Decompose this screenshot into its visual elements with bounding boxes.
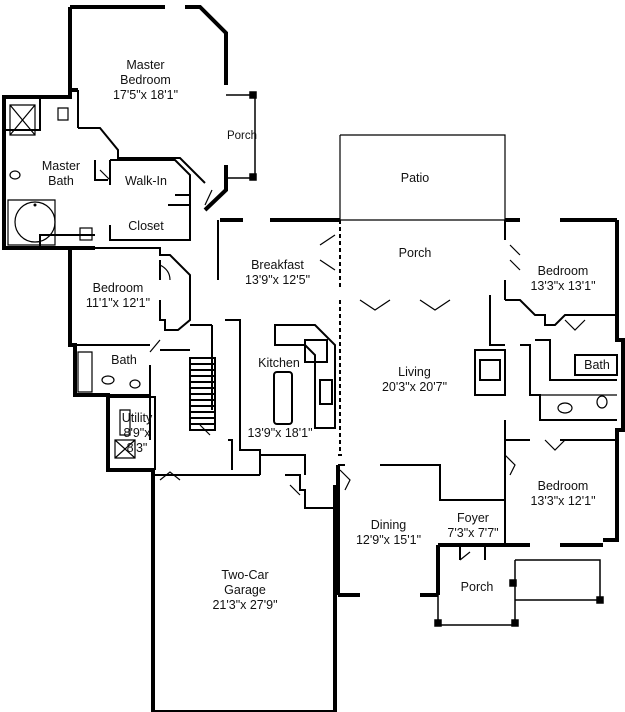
- porch-front-name: Porch: [460, 580, 494, 594]
- master-bedroom-name-1: Master: [126, 58, 165, 72]
- bath-right-name: Bath: [584, 358, 610, 372]
- master-bath-fixtures: [7, 104, 93, 246]
- label-porch-master: Porch: [222, 129, 262, 144]
- walk-in-name: Walk-In: [125, 174, 167, 188]
- master-bedroom-name-2: Bedroom: [120, 73, 171, 87]
- label-bath-left: Bath: [104, 353, 144, 368]
- dining-dims: 12'9"x 15'1": [355, 533, 422, 547]
- living-name: Living: [398, 365, 431, 379]
- label-patio: Patio: [385, 171, 445, 186]
- label-utility: Utility 8'9"x 8'3": [112, 411, 162, 456]
- bedroom-right-bottom-name: Bedroom: [537, 479, 589, 493]
- foyer-name: Foyer: [457, 511, 489, 525]
- label-living: Living 20'3"x 20'7": [372, 365, 457, 395]
- utility-name: Utility: [121, 411, 153, 425]
- garage-dims: 21'3"x 27'9": [212, 598, 278, 612]
- porch-rear-name: Porch: [398, 246, 432, 260]
- porch-front-outline: [434, 559, 604, 627]
- label-master-bedroom: Master Bedroom 17'5"x 18'1": [98, 58, 193, 103]
- label-master-bath: Master Bath: [34, 159, 88, 189]
- tub-detail: [33, 203, 37, 207]
- utility-dims-2: 8'3": [126, 441, 148, 455]
- label-breakfast: Breakfast 13'9"x 12'5": [230, 258, 325, 288]
- utility-dims-1: 8'9"x: [123, 426, 151, 440]
- kitchen-name: Kitchen: [258, 356, 300, 370]
- foyer-dims: 7'3"x 7'7": [447, 526, 499, 540]
- bedroom-right-bottom-dims: 13'3"x 12'1": [530, 494, 596, 508]
- label-porch-rear: Porch: [385, 246, 445, 261]
- living-dims: 20'3"x 20'7": [381, 380, 448, 394]
- breakfast-name: Breakfast: [251, 258, 304, 272]
- bedroom-left-dims: 11'1"x 12'1": [85, 296, 151, 310]
- bath-fixtures: [77, 351, 617, 459]
- label-bedroom-right-top: Bedroom 13'3"x 13'1": [522, 264, 604, 294]
- patio-outline: [339, 134, 506, 221]
- label-bedroom-right-bottom: Bedroom 13'3"x 12'1": [522, 479, 604, 509]
- interior-walls: [4, 90, 618, 560]
- closet-name: Closet: [128, 219, 164, 233]
- label-walk-in: Walk-In: [116, 174, 176, 189]
- bedroom-right-top-name: Bedroom: [537, 264, 589, 278]
- master-bedroom-dims: 17'5"x 18'1": [112, 88, 179, 102]
- label-garage: Two-Car Garage 21'3"x 27'9": [195, 568, 295, 613]
- patio-name: Patio: [400, 171, 430, 185]
- door-swings: [99, 169, 586, 561]
- label-bath-right: Bath: [578, 358, 616, 373]
- dining-name: Dining: [370, 518, 407, 532]
- label-bedroom-left: Bedroom 11'1"x 12'1": [78, 281, 158, 311]
- label-foyer: Foyer 7'3"x 7'7": [442, 511, 504, 541]
- porch-master-outline: [226, 91, 257, 181]
- porch-master-name: Porch: [226, 130, 258, 142]
- label-kitchen: Kitchen: [249, 356, 309, 371]
- bath-left-name: Bath: [111, 353, 137, 367]
- label-dining: Dining 12'9"x 15'1": [346, 518, 431, 548]
- bedroom-right-top-dims: 13'3"x 13'1": [530, 279, 596, 293]
- garage-name-2: Garage: [224, 583, 266, 597]
- label-kitchen-dims: 13'9"x 18'1": [236, 426, 324, 441]
- master-bath-name-1: Master: [41, 159, 81, 173]
- kitchen-dims: 13'9"x 18'1": [247, 426, 313, 440]
- garage-name-1: Two-Car: [221, 568, 269, 582]
- label-porch-front: Porch: [452, 580, 502, 595]
- bedroom-left-name: Bedroom: [92, 281, 144, 295]
- label-closet: Closet: [118, 219, 174, 234]
- master-bath-name-2: Bath: [48, 174, 74, 188]
- breakfast-dims: 13'9"x 12'5": [244, 273, 311, 287]
